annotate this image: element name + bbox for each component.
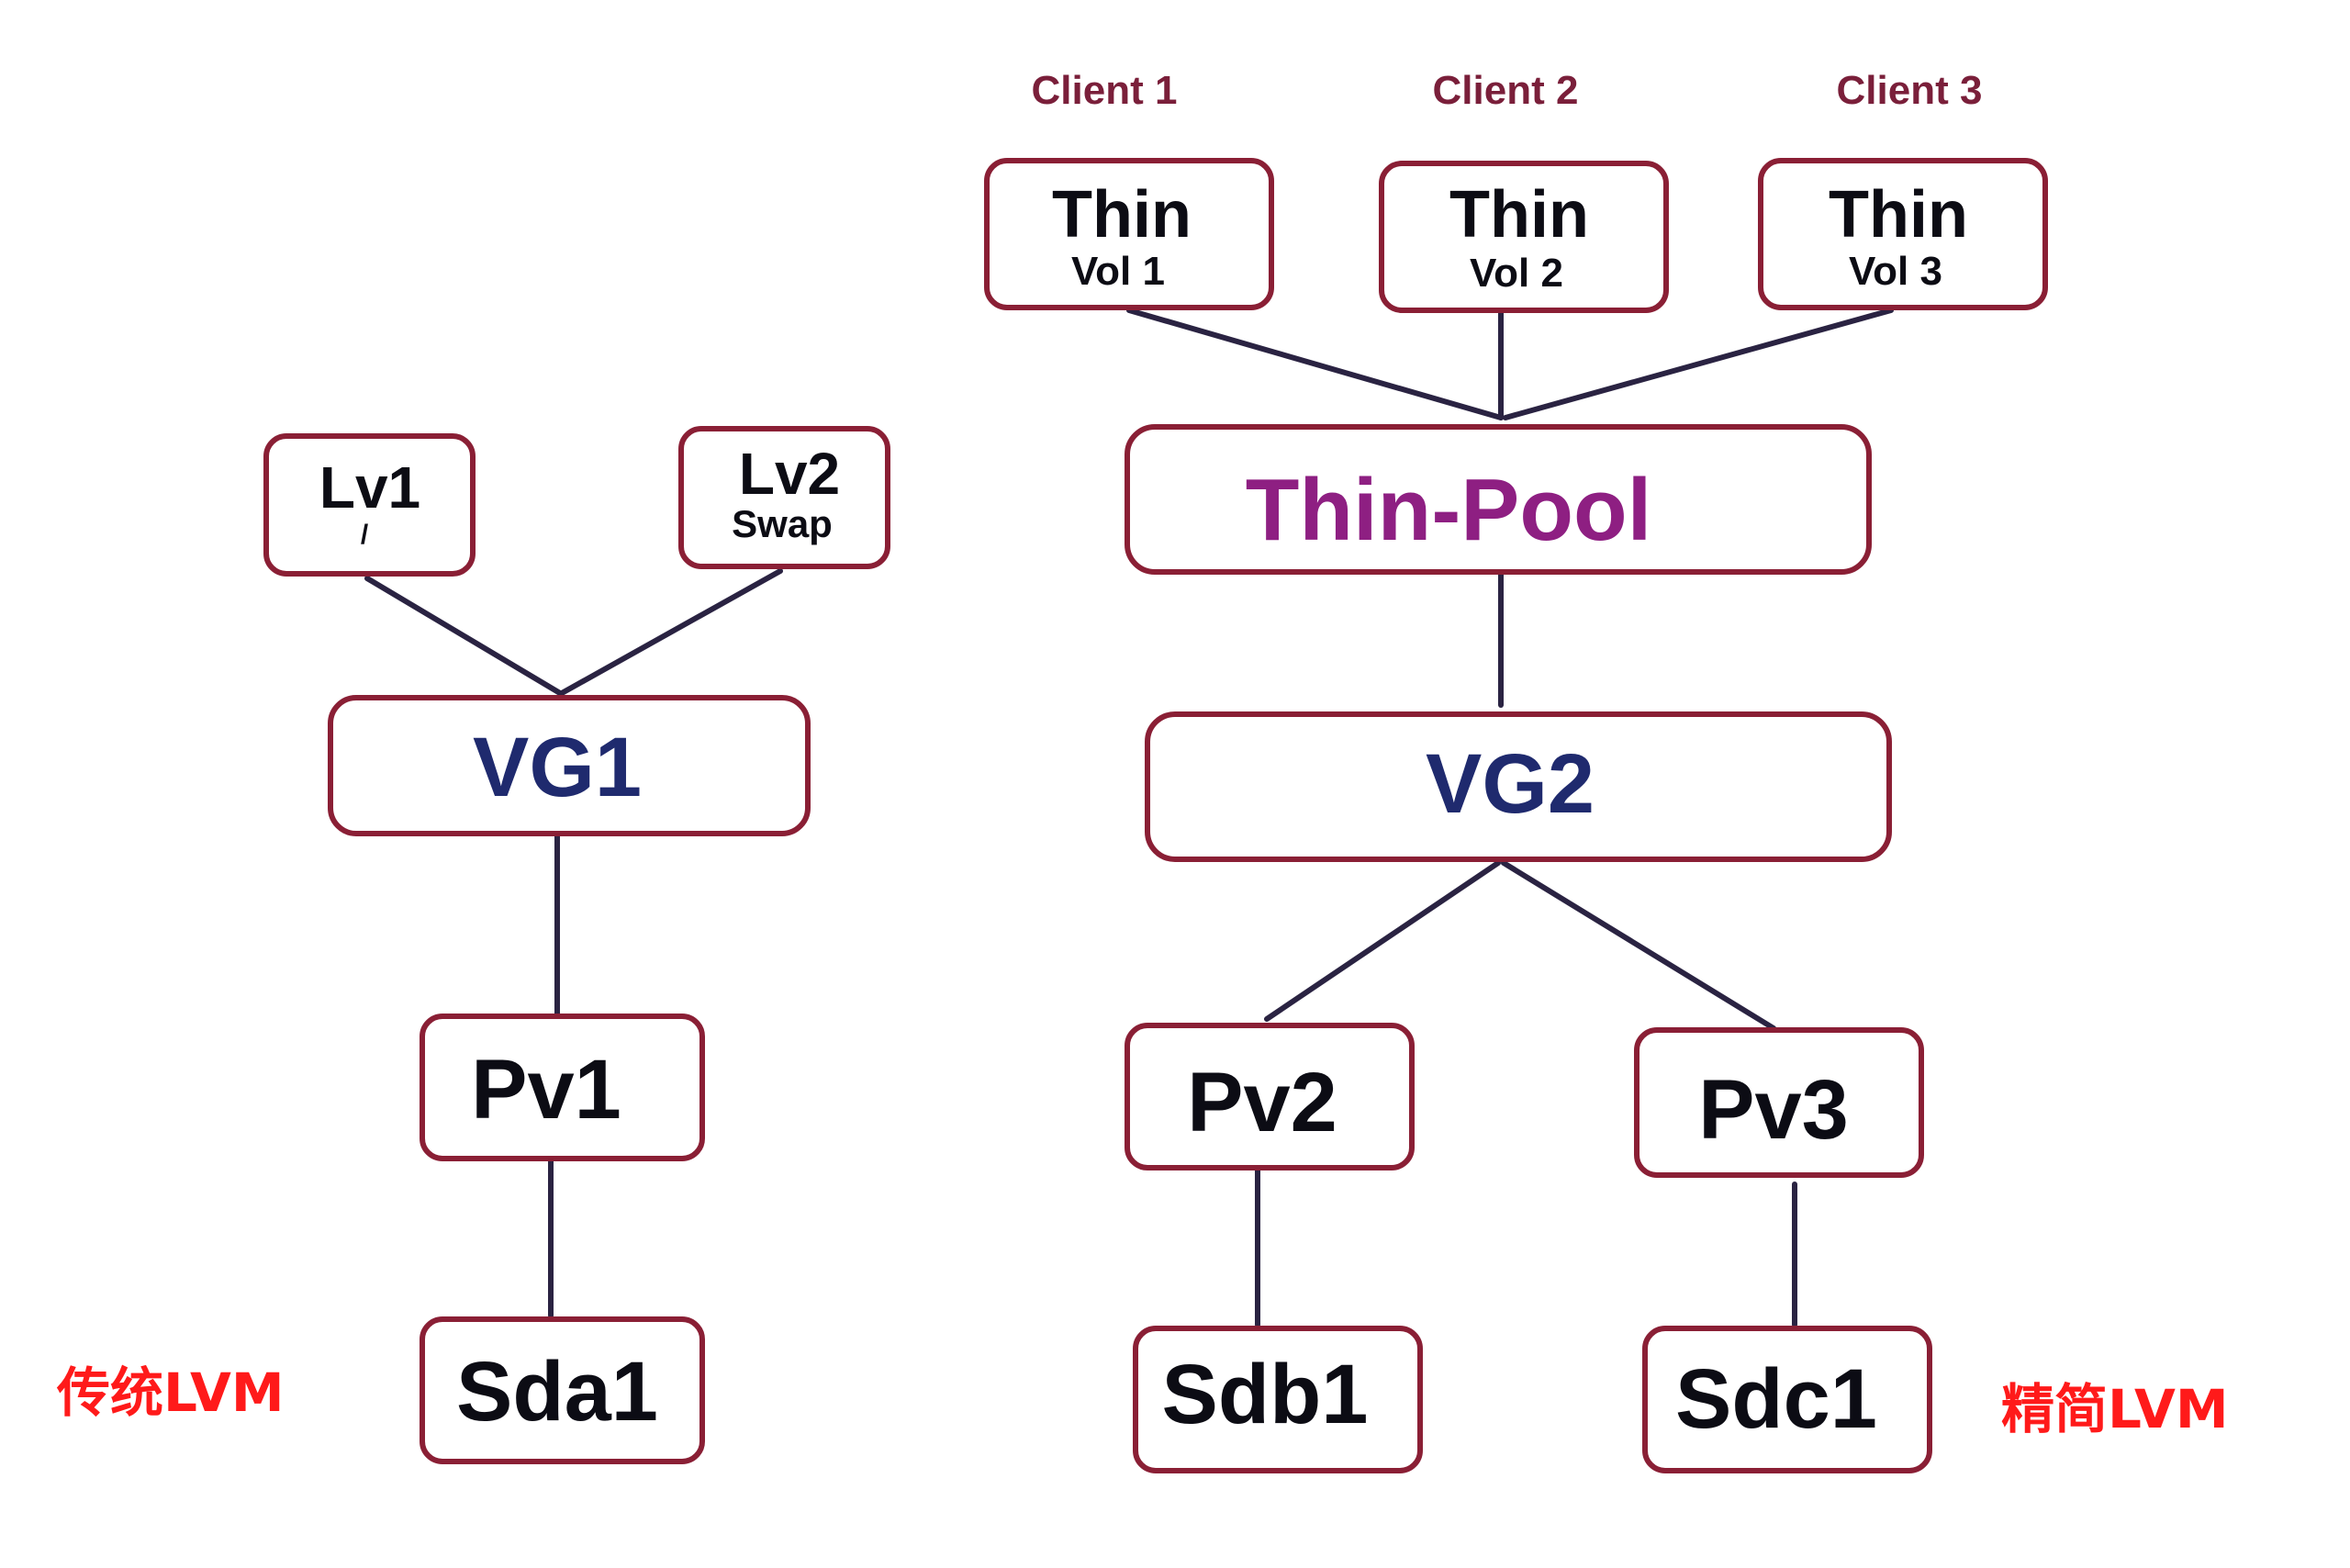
sdb1-node: Sdb1 <box>1133 1326 1423 1473</box>
lv2-node: Lv2 Swap <box>678 426 890 569</box>
pv1-node: Pv1 <box>420 1014 705 1161</box>
thin-vol-2-node: Thin Vol 2 <box>1379 161 1669 313</box>
pv2-label: Pv2 <box>1187 1056 1337 1149</box>
lv1-label: Lv1 <box>319 454 420 521</box>
thin-vol-1-sub: Vol 1 <box>1071 249 1165 294</box>
thin-vol-1-label: Thin <box>1052 178 1192 252</box>
sda1-node: Sda1 <box>420 1316 705 1464</box>
lv1-mount-label: / <box>361 520 369 550</box>
connector-vg2-pv3 <box>1501 860 1776 1031</box>
thin-vol-3-node: Thin Vol 3 <box>1758 158 2048 310</box>
lv2-swap-label: Swap <box>732 502 833 545</box>
vg1-label: VG1 <box>473 721 642 814</box>
sdc1-label: Sdc1 <box>1675 1352 1877 1446</box>
connectors <box>364 308 1894 1327</box>
connector-thinvol3-pool <box>1503 308 1894 420</box>
thin-lvm-legend: 精简LVM <box>2001 1378 2229 1440</box>
sdb1-label: Sdb1 <box>1162 1348 1369 1441</box>
thin-pool-label: Thin-Pool <box>1246 461 1652 559</box>
sda1-label: Sda1 <box>456 1345 658 1439</box>
thin-pool-node: Thin-Pool <box>1125 424 1872 575</box>
client-label-2: Client 2 <box>1433 68 1579 113</box>
pv2-node: Pv2 <box>1125 1023 1415 1170</box>
lv2-label: Lv2 <box>739 441 840 507</box>
connector-vg2-pv2 <box>1264 860 1501 1022</box>
thin-vol-2-label: Thin <box>1449 178 1589 252</box>
thin-vol-1-node: Thin Vol 1 <box>984 158 1274 310</box>
pv1-label: Pv1 <box>471 1043 621 1137</box>
connector-thinvol1-pool <box>1126 308 1504 420</box>
client-label-3: Client 3 <box>1837 68 1983 113</box>
pv3-label: Pv3 <box>1698 1063 1849 1157</box>
vg2-label: VG2 <box>1426 737 1595 831</box>
sdc1-node: Sdc1 <box>1642 1326 1932 1473</box>
client-labels: Client 1 Client 2 Client 3 <box>1032 68 1983 113</box>
thin-vol-2-sub: Vol 2 <box>1470 251 1563 296</box>
pv3-node: Pv3 <box>1634 1027 1924 1178</box>
vg2-node: VG2 <box>1145 711 1892 862</box>
connector-lv2-vg1 <box>559 568 783 696</box>
vg1-node: VG1 <box>328 695 811 836</box>
traditional-lvm-legend: 传统LVM <box>56 1361 285 1424</box>
lv1-node: Lv1 / <box>263 433 476 577</box>
thin-vol-3-sub: Vol 3 <box>1849 249 1942 294</box>
thin-vol-3-label: Thin <box>1829 178 1968 252</box>
client-label-1: Client 1 <box>1032 68 1178 113</box>
traditional-lvm: Lv1 / Lv2 Swap VG1 Pv1 Sda1 传统LVM <box>56 426 890 1464</box>
thin-lvm: Thin Vol 1 Thin Vol 2 Thin Vol 3 Thin-Po… <box>984 158 2229 1473</box>
connector-lv1-vg1 <box>364 576 563 696</box>
